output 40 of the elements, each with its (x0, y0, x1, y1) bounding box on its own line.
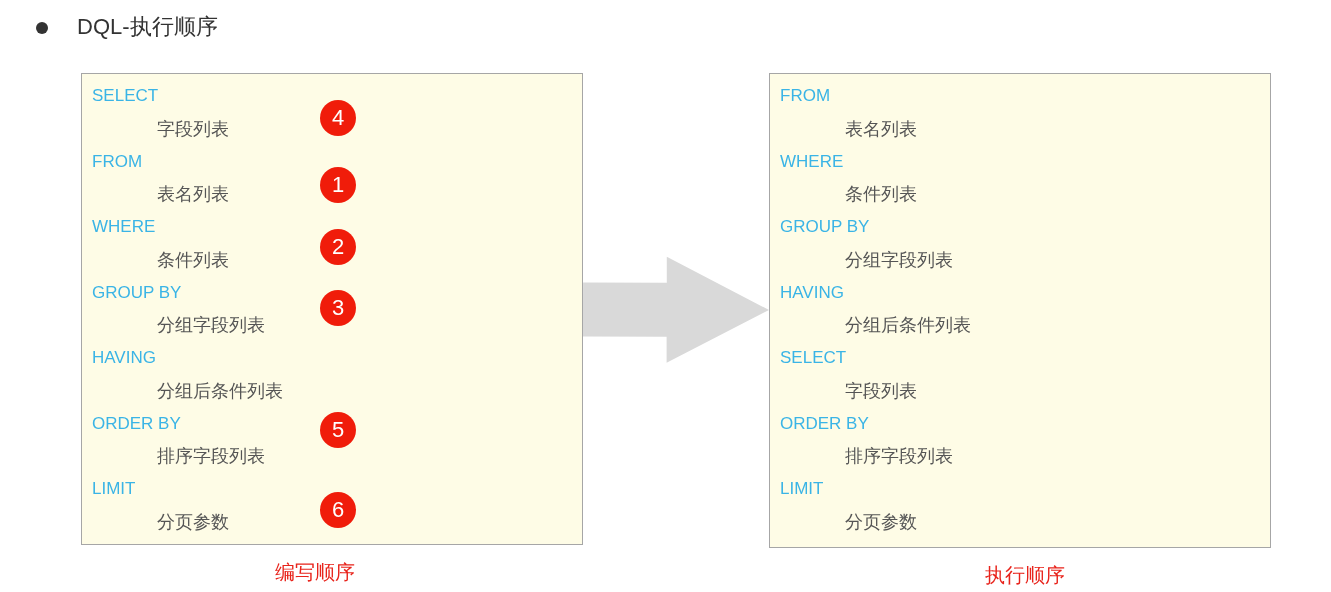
keyword-text: HAVING (780, 282, 844, 304)
number-circle: 3 (320, 290, 356, 326)
keyword-text: SELECT (92, 85, 159, 107)
keyword-text: ORDER BY (92, 413, 181, 435)
keyword-text: WHERE (92, 216, 156, 238)
clause-text: 表名列表 (845, 118, 917, 141)
number-circle: 4 (320, 100, 356, 136)
clause-text: 分组后条件列表 (157, 380, 283, 403)
number-circle: 1 (320, 167, 356, 203)
number-circle: 6 (320, 492, 356, 528)
clause-text: 字段列表 (157, 118, 229, 141)
number-circle: 2 (320, 229, 356, 265)
caption-text: 执行顺序 (985, 563, 1065, 588)
clause-text: 字段列表 (845, 380, 917, 403)
clause-text: 分组后条件列表 (845, 314, 971, 337)
clause-text: 排序字段列表 (845, 445, 953, 468)
keyword-text: SELECT (780, 347, 847, 369)
keyword-text: HAVING (92, 347, 156, 369)
clause-text: 排序字段列表 (157, 445, 265, 468)
caption-text: 编写顺序 (275, 560, 355, 585)
keyword-text: GROUP BY (780, 216, 870, 238)
clause-text: 分页参数 (845, 511, 917, 534)
keyword-text: WHERE (780, 151, 844, 173)
clause-text: 条件列表 (845, 183, 917, 206)
title-text: DQL-执行顺序 (77, 13, 218, 41)
keyword-text: FROM (92, 151, 143, 173)
clause-text: 分组字段列表 (845, 249, 953, 272)
text-panel (769, 73, 1271, 548)
keyword-text: FROM (780, 85, 831, 107)
clause-text: 表名列表 (157, 183, 229, 206)
clause-text: 分组字段列表 (157, 314, 265, 337)
keyword-text: GROUP BY (92, 282, 182, 304)
keyword-text: LIMIT (92, 478, 136, 500)
block-arrow (582, 256, 769, 363)
clause-text: 分页参数 (157, 511, 229, 534)
number-circle: 5 (320, 412, 356, 448)
keyword-text: ORDER BY (780, 413, 869, 435)
text-panel (81, 73, 583, 545)
keyword-text: LIMIT (780, 478, 824, 500)
clause-text: 条件列表 (157, 249, 229, 272)
